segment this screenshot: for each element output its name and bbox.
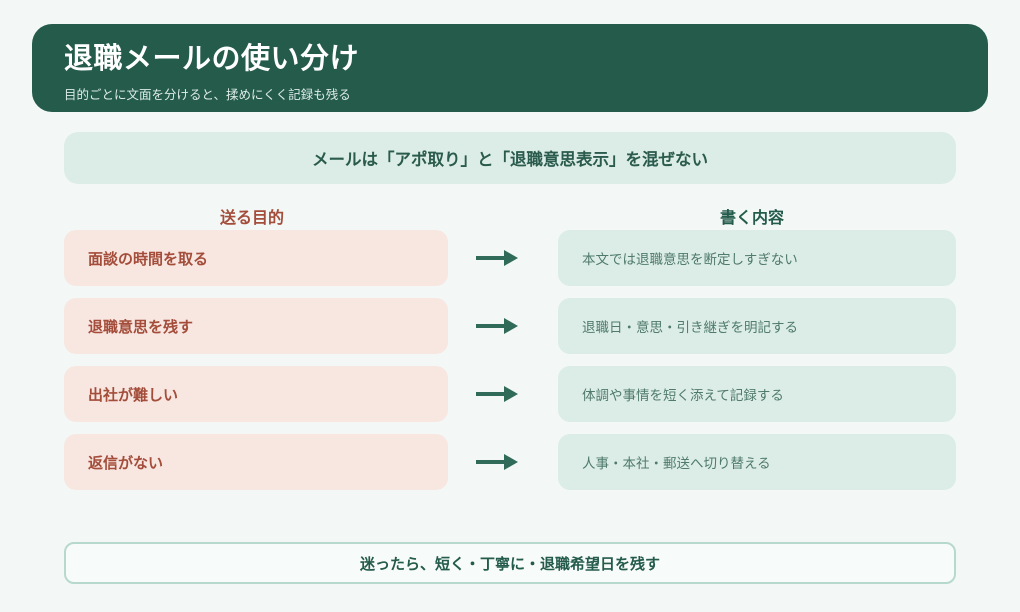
purpose-box: 出社が難しい xyxy=(64,366,448,422)
mapping-row: 出社が難しい 体調や事情を短く添えて記録する xyxy=(0,366,1020,422)
purpose-box: 面談の時間を取る xyxy=(64,230,448,286)
summary-footer: 迷ったら、短く・丁寧に・退職希望日を残す xyxy=(64,542,956,584)
purpose-column-heading: 送る目的 xyxy=(220,208,285,227)
header-banner: 退職メールの使い分け 目的ごとに文面を分けると、揉めにくく記録も残る xyxy=(32,24,988,112)
mapping-row: 退職意思を残す 退職日・意思・引き継ぎを明記する xyxy=(0,298,1020,354)
content-box: 本文では退職意思を断定しすぎない xyxy=(558,230,956,286)
arrow-right-icon xyxy=(476,386,518,402)
arrow-right-icon xyxy=(476,250,518,266)
arrow-right-icon xyxy=(476,318,518,334)
purpose-box: 退職意思を残す xyxy=(64,298,448,354)
page-title: 退職メールの使い分け xyxy=(64,41,360,75)
mapping-row: 返信がない 人事・本社・郵送へ切り替える xyxy=(0,434,1020,490)
arrow-right-icon xyxy=(476,454,518,470)
purpose-box: 返信がない xyxy=(64,434,448,490)
content-box: 体調や事情を短く添えて記録する xyxy=(558,366,956,422)
content-box: 人事・本社・郵送へ切り替える xyxy=(558,434,956,490)
content-box: 退職日・意思・引き継ぎを明記する xyxy=(558,298,956,354)
page-subtitle: 目的ごとに文面を分けると、揉めにくく記録も残る xyxy=(64,87,351,102)
rule-banner: メールは「アポ取り」と「退職意思表示」を混ぜない xyxy=(64,132,956,184)
content-column-heading: 書く内容 xyxy=(720,208,785,227)
mapping-row: 面談の時間を取る 本文では退職意思を断定しすぎない xyxy=(0,230,1020,286)
